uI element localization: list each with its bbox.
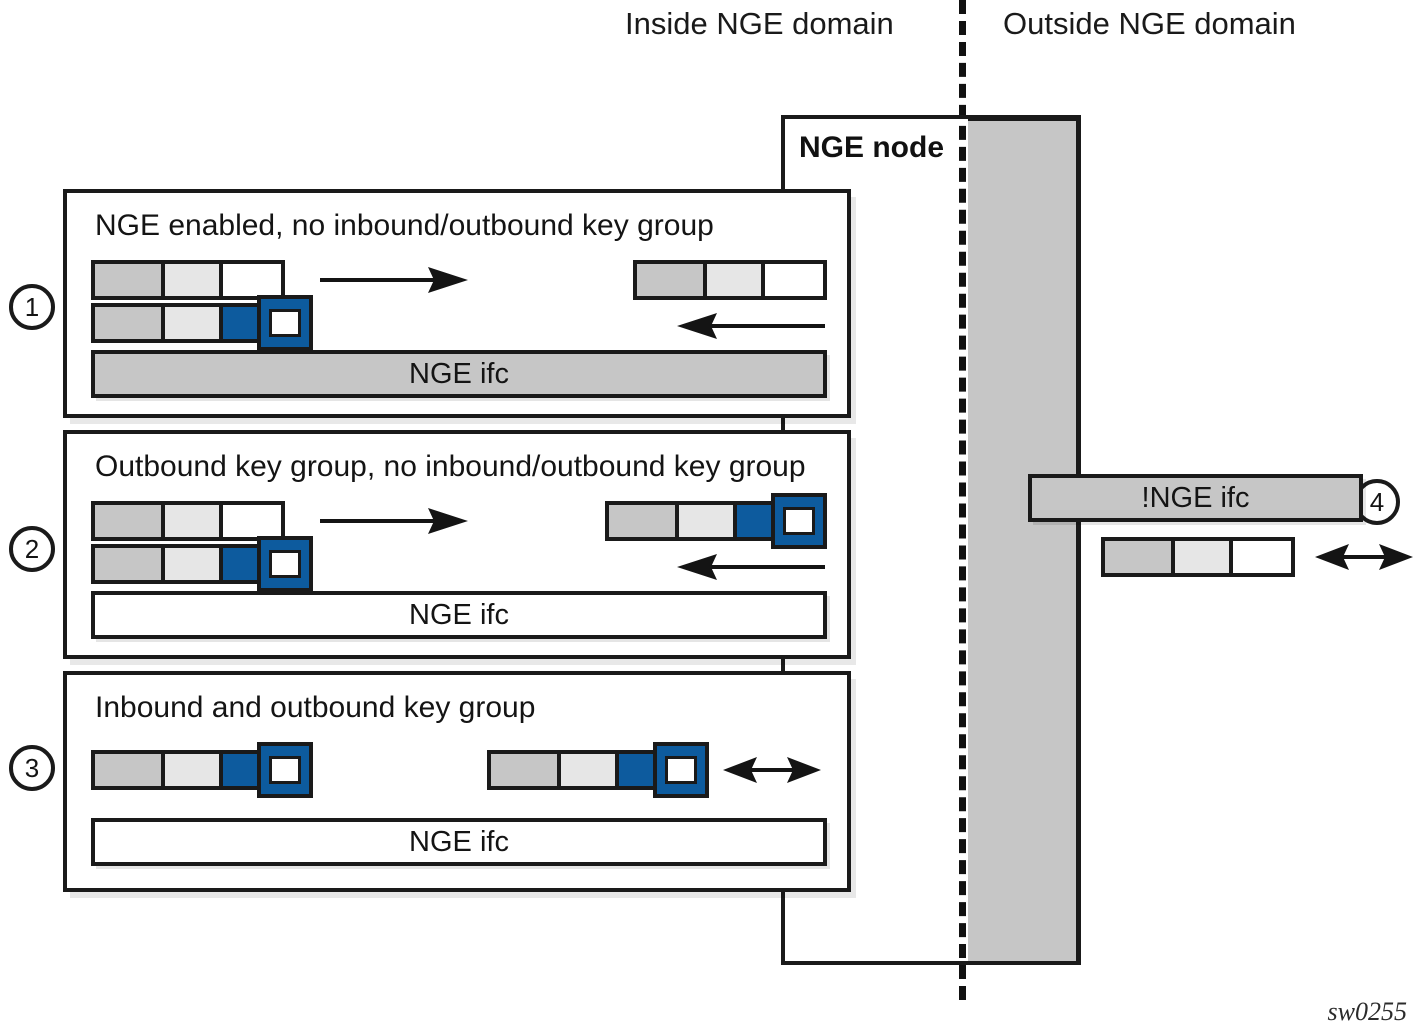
key-group-badge-core bbox=[665, 756, 697, 784]
packet-segment-payload bbox=[675, 505, 733, 537]
packet-segment-header bbox=[95, 754, 161, 786]
packet-segment-tail bbox=[1229, 541, 1291, 573]
packet-segment-payload bbox=[703, 264, 761, 296]
arrow-right-egress bbox=[320, 267, 468, 293]
packet-segment-tail bbox=[761, 264, 823, 296]
packet-segment-tail bbox=[219, 505, 281, 537]
packet-segment-header bbox=[491, 754, 557, 786]
packet-segment-header bbox=[95, 548, 161, 580]
packet-segment-payload bbox=[161, 548, 219, 580]
packet-segment-header bbox=[637, 264, 703, 296]
packet-segment-header bbox=[95, 505, 161, 537]
packet-segment-header bbox=[95, 307, 161, 339]
callout-1: 1 bbox=[9, 284, 55, 330]
packet-segment-header bbox=[609, 505, 675, 537]
nge-node-title: NGE node bbox=[799, 131, 945, 164]
packet-segment-header bbox=[95, 264, 161, 296]
nge-ifc-bar-1: NGE ifc bbox=[91, 350, 827, 398]
key-group-badge-core bbox=[269, 550, 301, 578]
arrow-left-ingress bbox=[677, 313, 825, 339]
packet-segment-payload bbox=[161, 505, 219, 537]
not-nge-ifc-bar: !NGE ifc bbox=[1028, 474, 1363, 522]
packet-plain-inbound bbox=[633, 260, 827, 300]
figure-id-watermark: sw0255 bbox=[1327, 997, 1407, 1026]
packet-segment-payload bbox=[161, 754, 219, 786]
inside-domain-label: Inside NGE domain bbox=[625, 6, 894, 41]
callout-3: 3 bbox=[9, 745, 55, 791]
domain-divider-dashed-line bbox=[959, 0, 966, 1000]
packet-plain-outside bbox=[1101, 537, 1295, 577]
case-box-2: Outbound key group, no inbound/outbound … bbox=[63, 430, 851, 659]
nge-ifc-label: NGE ifc bbox=[409, 598, 509, 631]
nge-ifc-label: NGE ifc bbox=[409, 357, 509, 390]
key-group-badge-icon bbox=[771, 493, 827, 549]
nge-ifc-label: NGE ifc bbox=[409, 825, 509, 858]
nge-ifc-bar-3: NGE ifc bbox=[91, 818, 827, 866]
packet-plain-outbound bbox=[91, 260, 285, 300]
packet-segment-payload bbox=[161, 307, 219, 339]
key-group-badge-core bbox=[269, 756, 301, 784]
arrow-left-ingress bbox=[677, 554, 825, 580]
case-box-3: Inbound and outbound key group bbox=[63, 671, 851, 892]
packet-segment-tail bbox=[219, 264, 281, 296]
packet-segment-payload bbox=[557, 754, 615, 786]
nge-ifc-bar-2: NGE ifc bbox=[91, 591, 827, 639]
case-3-title: Inbound and outbound key group bbox=[95, 691, 536, 724]
arrow-right-egress bbox=[320, 508, 468, 534]
outside-domain-label: Outside NGE domain bbox=[1003, 6, 1296, 41]
packet-segment-payload bbox=[161, 264, 219, 296]
packet-segment-header bbox=[1105, 541, 1171, 573]
key-group-badge-core bbox=[783, 507, 815, 535]
not-nge-ifc-label: !NGE ifc bbox=[1141, 481, 1250, 514]
key-group-badge-icon bbox=[257, 536, 313, 592]
key-group-badge-icon bbox=[653, 742, 709, 798]
packet-plain-outbound bbox=[91, 501, 285, 541]
case-box-1: NGE enabled, no inbound/outbound key gro… bbox=[63, 189, 851, 418]
case-1-title: NGE enabled, no inbound/outbound key gro… bbox=[95, 209, 714, 242]
callout-2: 2 bbox=[9, 526, 55, 572]
key-group-badge-icon bbox=[257, 742, 313, 798]
key-group-badge-core bbox=[269, 309, 301, 337]
key-group-badge-icon bbox=[257, 295, 313, 351]
arrow-bidirectional bbox=[723, 757, 821, 783]
case-2-title: Outbound key group, no inbound/outbound … bbox=[95, 450, 806, 483]
packet-segment-payload bbox=[1171, 541, 1229, 573]
arrow-bidirectional-outside bbox=[1315, 544, 1413, 570]
